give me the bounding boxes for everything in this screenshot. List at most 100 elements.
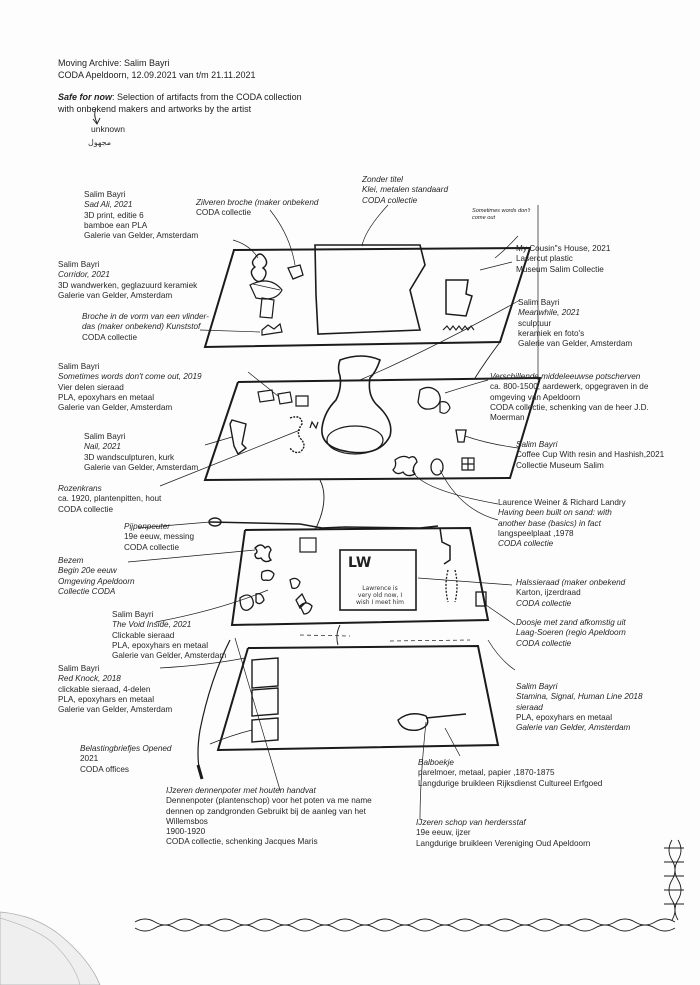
label-bezem: Bezem Begin 20e eeuw Omgeving Apeldoorn … xyxy=(58,556,135,597)
decorative-border xyxy=(134,839,684,932)
label-line: Verschillende middeleeuwse potscherven xyxy=(490,372,641,381)
label-line: Collectie CODA xyxy=(58,586,116,596)
record-initials: LW xyxy=(348,555,372,571)
label-doosje-zand: Doosje met zand afkomstig uit Laag-Soere… xyxy=(516,618,626,649)
label-line: come out xyxy=(472,215,496,221)
unknown-label: unknown xyxy=(91,124,126,134)
label-line: 3D wandsculpturen, kurk xyxy=(84,452,175,462)
label-line: Galerie van Gelder, Amsterdam xyxy=(58,705,173,715)
label-line: keramiek en foto's xyxy=(518,328,585,338)
label-line: Sometimes words don't xyxy=(472,208,530,214)
label-line: Galerie van Gelder, Amsterdam xyxy=(518,339,633,349)
label-line: Salim Bayri xyxy=(112,610,154,619)
label-line: Rozenkrans xyxy=(58,484,102,493)
record-note-line: very old now, I xyxy=(357,592,403,599)
label-line: Salim Bayri xyxy=(518,298,560,307)
label-line: Salim Bayri xyxy=(58,260,100,269)
label-my-cousins-house: My Cousin"s House, 2021 Lasercut plastic… xyxy=(516,244,610,275)
label-line: Sad Ali, 2021 xyxy=(84,200,133,210)
label-line: 1900-1920 xyxy=(166,827,206,837)
label-line: Red Knock, 2018 xyxy=(58,674,121,684)
label-line: Salim Bayri xyxy=(516,682,558,691)
label-line: Laurence Weiner & Richard Landry xyxy=(498,498,626,507)
label-line: Belastingbriefjes Opened xyxy=(80,744,172,753)
label-line: clickable sieraad, 4-delen xyxy=(58,684,151,694)
safe-for-now-label: Safe for now xyxy=(58,92,113,102)
label-line: Vier delen sieraad xyxy=(58,382,124,392)
label-line: Langdurige bruikleen Vereniging Oud Apel… xyxy=(416,838,591,848)
label-line: bamboe ean PLA xyxy=(84,220,148,230)
label-line: Halssieraad (maker onbekend xyxy=(516,578,626,587)
label-line: Galerie van Gelder, Amsterdam xyxy=(84,462,199,472)
label-line: CODA offices xyxy=(80,764,129,774)
label-stamina: Salim Bayri Stamina, Signal, Human Line … xyxy=(516,682,643,733)
label-line: Lasercut plastic xyxy=(516,254,573,264)
label-line: IJzeren schop van herdersstaf xyxy=(416,818,526,827)
label-broche-vlinder: Broche in de vorm van een vlinder- das (… xyxy=(82,312,209,343)
label-line: Sometimes words don't come out, 2019 xyxy=(58,372,202,382)
label-sometimes-words: Salim Bayri Sometimes words don't come o… xyxy=(58,362,202,413)
label-belastingbriefjes: Belastingbriefjes Opened 2021 CODA offic… xyxy=(80,744,172,775)
label-pijpenpeuter: Pijpenpeuter 19e eeuw, messing CODA coll… xyxy=(124,522,194,553)
label-line: Zonder titel xyxy=(362,175,403,184)
label-line: PLA, epoxyhars en metaal xyxy=(58,694,155,704)
label-line: PLA, epoxyhars en metaal xyxy=(58,392,155,402)
label-red-knock: Salim Bayri Red Knock, 2018 clickable si… xyxy=(58,664,172,715)
label-line: CODA collectie xyxy=(516,598,572,608)
label-line: PLA, epoxyhars en metaal xyxy=(112,640,209,650)
label-line: omgeving van Apeldoorn xyxy=(490,392,581,402)
record-note-line: Lawrence is xyxy=(362,585,398,592)
label-line: Klei, metalen standaard xyxy=(362,185,449,195)
label-line: CODA collectie xyxy=(516,638,572,648)
label-line: Stamina, Signal, Human Line 2018 xyxy=(516,692,643,702)
label-line: The Void Inside, 2021 xyxy=(112,620,192,630)
slab-drawing xyxy=(314,244,426,335)
label-line: CODA collectie xyxy=(58,504,114,514)
label-dennenpoter: IJzeren dennenpoter met houten handvat D… xyxy=(166,786,372,848)
label-line: CODA collectie xyxy=(124,542,180,552)
header-block: Moving Archive: Salim Bayri CODA Apeldoo… xyxy=(58,58,302,115)
exhibition-title: Moving Archive: Salim Bayri xyxy=(58,58,170,68)
label-line: sieraad xyxy=(516,702,543,712)
label-line: Dennenpoter (plantenschop) voor het pote… xyxy=(166,796,372,806)
label-line: sculptuur xyxy=(518,318,552,328)
label-line: IJzeren dennenpoter met houten handvat xyxy=(166,786,316,795)
exhibition-dates: CODA Apeldoorn, 12.09.2021 van t/m 21.11… xyxy=(58,69,256,80)
label-ijzeren-schop: IJzeren schop van herdersstaf 19e eeuw, … xyxy=(416,818,590,849)
label-corridor: Salim Bayri Corridor, 2021 3D wandwerken… xyxy=(58,260,197,301)
label-line: CODA collectie, schenking Jacques Maris xyxy=(166,837,318,847)
label-line: Karton, ijzerdraad xyxy=(516,588,581,598)
label-line: Moerman xyxy=(490,413,525,423)
label-line: Galerie van Gelder, Amsterdam xyxy=(84,231,199,241)
table-middle xyxy=(203,376,542,482)
safe-for-now-text-2: with onbekend makers and artworks by the… xyxy=(58,103,252,114)
label-void-inside: Salim Bayri The Void Inside, 2021 Clicka… xyxy=(112,610,226,661)
label-line: Broche in de vorm van een vlinder- xyxy=(82,312,209,321)
label-line: Nail, 2021 xyxy=(84,442,121,452)
label-line: Langdurige bruikleen Rijksdienst Culture… xyxy=(418,778,603,788)
label-line: Having been built on sand: with xyxy=(498,508,612,518)
unknown-arabic: مجهول xyxy=(88,138,112,147)
label-halssieraad: Halssieraad (maker onbekend Karton, ijze… xyxy=(516,578,625,609)
label-line: Clickable sieraad xyxy=(112,630,175,640)
label-line: CODA collectie xyxy=(498,539,554,549)
label-line: das (maker onbekend) Kunststof xyxy=(82,322,201,332)
label-line: 2021 xyxy=(80,754,99,764)
label-line: ca. 1920, plantenpitten, hout xyxy=(58,494,162,504)
table-bottom xyxy=(216,644,500,752)
label-zilveren-broche: Zilveren broche (maker onbekend CODA col… xyxy=(196,198,318,219)
label-middeleeuwse-potscherven: Verschillende middeleeuwse potscherven c… xyxy=(490,372,649,423)
label-balboekje: Balboekje parelmoer, metaal, papier ,187… xyxy=(418,758,602,789)
label-line: Salim Bayri xyxy=(84,190,126,199)
label-line: Salim Bayri xyxy=(58,664,100,673)
label-line: Galerie van Gelder, Amsterdam xyxy=(516,723,631,733)
label-line: CODA collectie xyxy=(196,208,252,218)
label-nail: Salim Bayri Nail, 2021 3D wandsculpturen… xyxy=(84,432,198,473)
label-line: Begin 20e eeuw xyxy=(58,566,117,576)
label-line: CODA collectie xyxy=(82,332,138,342)
label-line: 3D print, editie 6 xyxy=(84,210,144,220)
table-lower xyxy=(230,526,490,627)
label-line: Meanwhile, 2021 xyxy=(518,308,580,318)
label-zonder-titel: Zonder titel Klei, metalen standaard COD… xyxy=(362,175,448,206)
